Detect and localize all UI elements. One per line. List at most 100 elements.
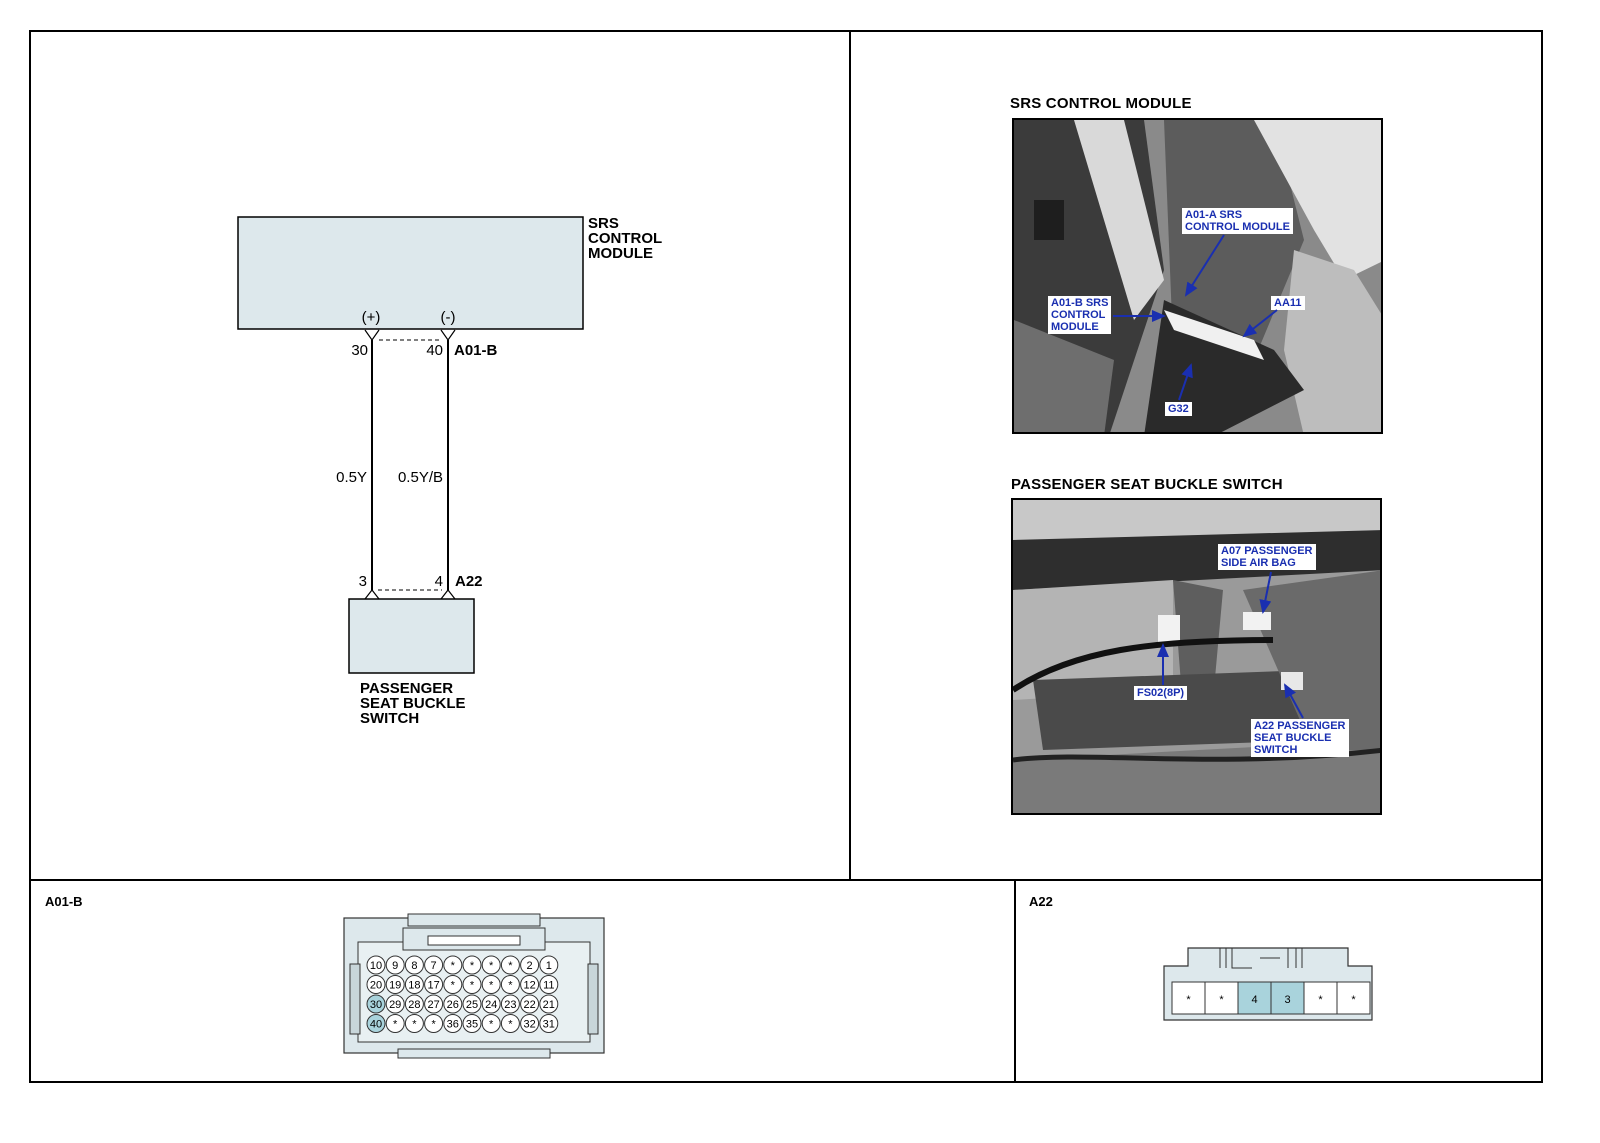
a01b-pin-number: 22 <box>523 999 535 1011</box>
a01b-pin-number: 17 <box>427 980 439 992</box>
a01b-pin <box>424 975 444 994</box>
a22-pin-number: * <box>1186 994 1191 1006</box>
a01b-pin-number: 10 <box>370 960 382 972</box>
a01b-pin <box>443 1014 463 1033</box>
a01b-pin <box>462 975 482 994</box>
a01b-pin <box>481 955 501 975</box>
a22-connector-label: A22 <box>455 573 483 590</box>
a01b-pin-number: * <box>470 960 475 972</box>
a01b-pin <box>500 975 520 994</box>
minus-terminal-label: (-) <box>441 309 456 326</box>
a01b-pin <box>385 975 405 994</box>
a01b-pin-number: 7 <box>431 960 437 972</box>
module-label-line2: CONTROL <box>588 230 662 247</box>
a01b-pin <box>424 994 444 1014</box>
a22-pin <box>1171 981 1206 1015</box>
a01b-pin-number: 23 <box>504 999 516 1011</box>
buckle-switch-photo: A07 PASSENGER SIDE AIR BAG FS02(8P) A22 … <box>1011 498 1382 815</box>
srs-photo-title: SRS CONTROL MODULE <box>1010 95 1192 112</box>
a01b-pin-number: * <box>489 1019 494 1031</box>
buckle-photo-image <box>1013 500 1380 813</box>
a01b-pin-number: * <box>508 1019 513 1031</box>
a01b-pin-number: 31 <box>543 1019 555 1031</box>
a01b-pin-number: 35 <box>466 1019 478 1031</box>
a22-pin-number: 4 <box>1251 994 1257 1006</box>
a01b-pin-number: 36 <box>447 1019 459 1031</box>
callout-fs02: FS02(8P) <box>1134 686 1188 700</box>
a01b-pin <box>520 955 540 975</box>
a01b-pin <box>500 994 520 1014</box>
a01b-pin <box>366 1014 386 1033</box>
a01b-pin <box>443 955 463 975</box>
plus-terminal-label: (+) <box>362 309 381 326</box>
a01b-pin-number: 11 <box>543 980 554 992</box>
a01b-pin-number: 1 <box>546 960 552 972</box>
a22-pin-number: * <box>1318 994 1323 1006</box>
a01b-pin <box>520 1014 540 1033</box>
srs-photo-image <box>1014 120 1381 432</box>
buckle-switch-box <box>348 598 475 674</box>
a01b-pin-number: 24 <box>485 999 497 1011</box>
a22-pin-number: 3 <box>1284 994 1290 1006</box>
a01b-pin-number: 12 <box>523 980 535 992</box>
a01b-pin-number: 26 <box>447 999 459 1011</box>
a01b-pin-number: * <box>470 980 475 992</box>
a01b-pin30-symbol <box>364 329 380 342</box>
a01b-pin-number: 8 <box>411 960 417 972</box>
buckle-photo-title: PASSENGER SEAT BUCKLE SWITCH <box>1011 476 1283 493</box>
diagram-frame <box>29 30 1543 1083</box>
a01b-pin-number: 29 <box>389 999 401 1011</box>
switch-label-line3: SWITCH <box>360 710 419 727</box>
a01b-pin-number: * <box>431 1019 436 1031</box>
a01b-pin-number: 18 <box>408 980 420 992</box>
a01b-pin <box>366 975 386 994</box>
a22-pin-number: * <box>1219 994 1224 1006</box>
a01b-pin40-number: 40 <box>426 342 443 359</box>
a01b-pin <box>404 994 424 1014</box>
a01b-pin-number: * <box>451 980 456 992</box>
a01b-pin <box>462 1014 482 1033</box>
a22-pin <box>1336 981 1371 1015</box>
callout-a22: A22 PASSENGER SEAT BUCKLE SWITCH <box>1251 719 1349 757</box>
callout-aa11: AA11 <box>1271 296 1305 310</box>
callout-a07: A07 PASSENGER SIDE AIR BAG <box>1218 544 1316 570</box>
divider-vertical-bottom <box>1014 879 1016 1083</box>
callout-a01b: A01-B SRS CONTROL MODULE <box>1048 296 1112 334</box>
a01b-pin-number: * <box>412 1019 417 1031</box>
a01b-pin <box>404 975 424 994</box>
a01b-pin-number: * <box>451 960 456 972</box>
a01b-pin <box>385 1014 405 1033</box>
a01b-pin-number: 27 <box>427 999 439 1011</box>
a01b-pin-number: 21 <box>543 999 555 1011</box>
a22-pin3-symbol <box>364 589 380 600</box>
a22-panel-label: A22 <box>1029 894 1053 909</box>
a01b-pin-number: * <box>393 1019 398 1031</box>
a01b-pin-number: 40 <box>370 1019 382 1031</box>
a01b-pin <box>539 994 559 1014</box>
a22-pin3-number: 3 <box>359 573 367 590</box>
a01b-pin40-symbol <box>440 329 456 342</box>
a01b-pin-number: 2 <box>527 960 533 972</box>
a01b-pin <box>404 1014 424 1033</box>
a01b-pin-number: * <box>489 980 494 992</box>
srs-module-box <box>237 216 584 330</box>
a01b-pin-number: 19 <box>389 980 401 992</box>
a22-pin4-number: 4 <box>435 573 443 590</box>
a22-pin <box>1303 981 1338 1015</box>
a22-pin <box>1237 981 1272 1015</box>
divider-vertical-top <box>849 30 851 881</box>
a01b-pin <box>481 994 501 1014</box>
a01b-pin <box>462 994 482 1014</box>
a01b-pin-number: 28 <box>408 999 420 1011</box>
a01b-panel-label: A01-B <box>45 894 83 909</box>
a01b-pin-number: * <box>508 980 513 992</box>
switch-label-line1: PASSENGER <box>360 680 453 697</box>
a01b-pin <box>539 975 559 994</box>
a01b-pin <box>539 1014 559 1033</box>
module-label-line3: MODULE <box>588 245 653 262</box>
a01b-pin-number: 30 <box>370 999 382 1011</box>
a01b-pin-number: 9 <box>392 960 398 972</box>
a01b-pin <box>539 955 559 975</box>
a01b-pin <box>443 994 463 1014</box>
